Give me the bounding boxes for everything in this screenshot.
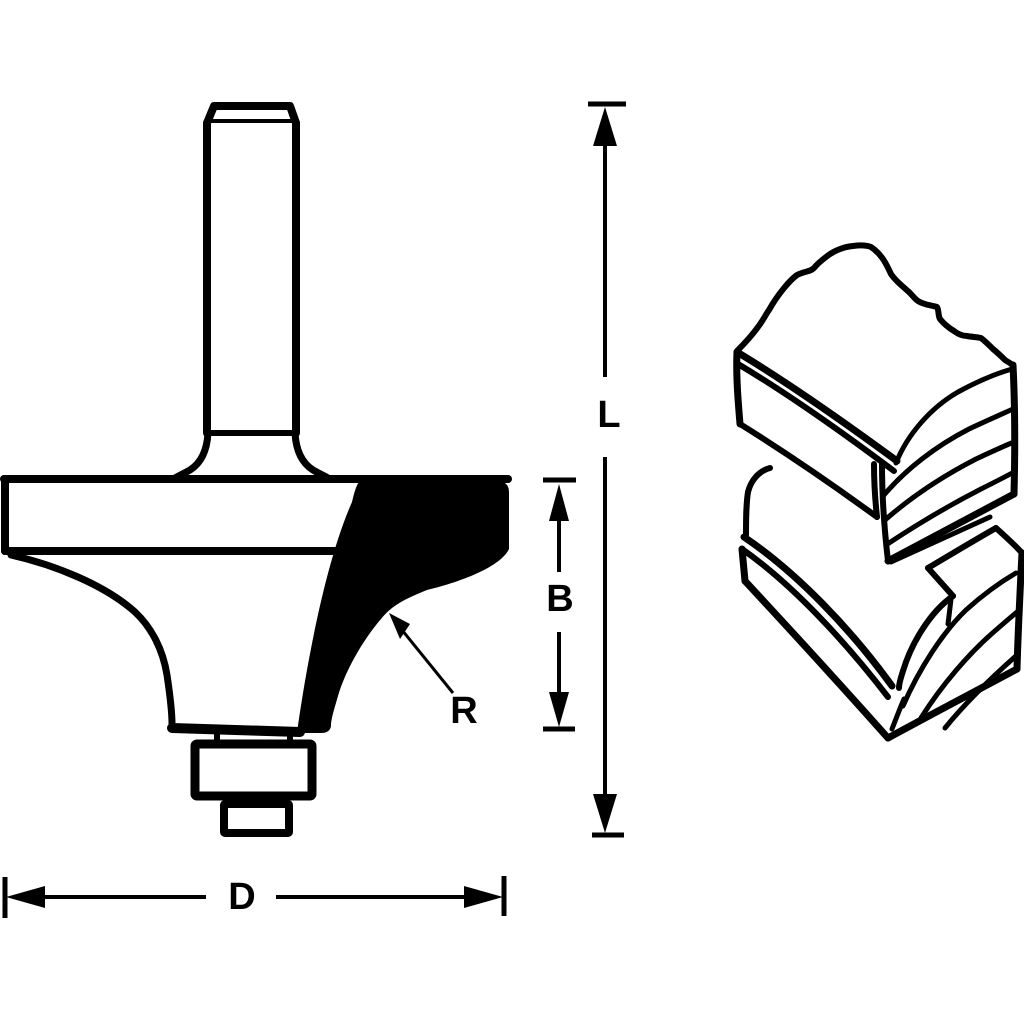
wood1-grain-4 [883,469,1017,548]
dimension-b: B [543,477,576,732]
dimension-d: D [2,876,507,918]
wood1-right-edge [1009,361,1019,498]
d-arrow-left [6,886,45,908]
r-arrowhead [389,613,410,639]
label-cutting-depth: B [546,578,573,620]
d-arrow-right [464,886,503,908]
r-leader-line [400,629,455,694]
wood1-edge-band-outer [733,348,901,465]
wood1-front-right-edge [871,461,880,520]
dimension-l: L [588,101,626,838]
shank-flare-left [171,429,212,482]
pilot-bearing-group [190,739,317,837]
wood1-grain-lines [881,366,1017,565]
wood2-profile-step [925,565,956,599]
wood2-front-left-edge [738,545,749,585]
b-arrow-down [549,692,569,727]
l-arrow-up [593,107,617,146]
cutter-body [0,475,512,747]
l-arrow-down [593,794,617,833]
radius-callout: R [389,613,478,732]
wood2-edge-band-inner [739,546,891,700]
wood2-top-corner-edge [993,525,1024,556]
label-radius: R [450,690,477,732]
wood1-front-left-edge [733,348,744,428]
roundover-profile-left-curve [7,551,176,728]
wood2-grain-2 [918,609,1020,721]
carbide-flute-fill [297,481,509,733]
wood2-edge-band-outer [740,533,896,690]
wood1-front-bottom-edge [737,421,880,520]
b-arrow-up [549,484,569,521]
wood2-front-bottom-edge [741,577,892,742]
wood1-grain-5 [888,514,993,565]
wood1-grain-3 [882,439,1017,523]
wood2-grain-4 [889,696,907,732]
wood2-grain-1 [900,570,1019,709]
shank-top-cap [203,102,300,127]
wood1-grain-1 [893,366,1015,466]
wood1-grain-2 [881,406,1016,498]
wood1-edge-band-inner [735,361,897,474]
wood2-grain-lines [889,570,1020,732]
shank [171,102,332,482]
label-overall-length: L [597,394,620,436]
wood2-end-bottom-edge [884,665,1021,742]
wood-block-rounded [738,465,1024,742]
wood2-grain-3 [942,652,1020,731]
pilot-bearing [190,739,317,801]
wood2-top-edge [925,525,999,571]
wood1-rough-top [734,242,1016,368]
label-diameter: D [228,876,255,918]
wood2-profile-roundover-curve [896,593,956,691]
cutter-bottom-edge [167,723,305,737]
bearing-screw [220,800,293,837]
wood1-end-bottom-edge [884,490,1018,565]
shank-flare-right [291,429,332,482]
wood2-roundover-arc [743,465,773,538]
wood1-end-left-edge [879,461,891,564]
wood2-profile-step-inner [945,596,954,627]
wood-block-uncut [733,242,1019,565]
